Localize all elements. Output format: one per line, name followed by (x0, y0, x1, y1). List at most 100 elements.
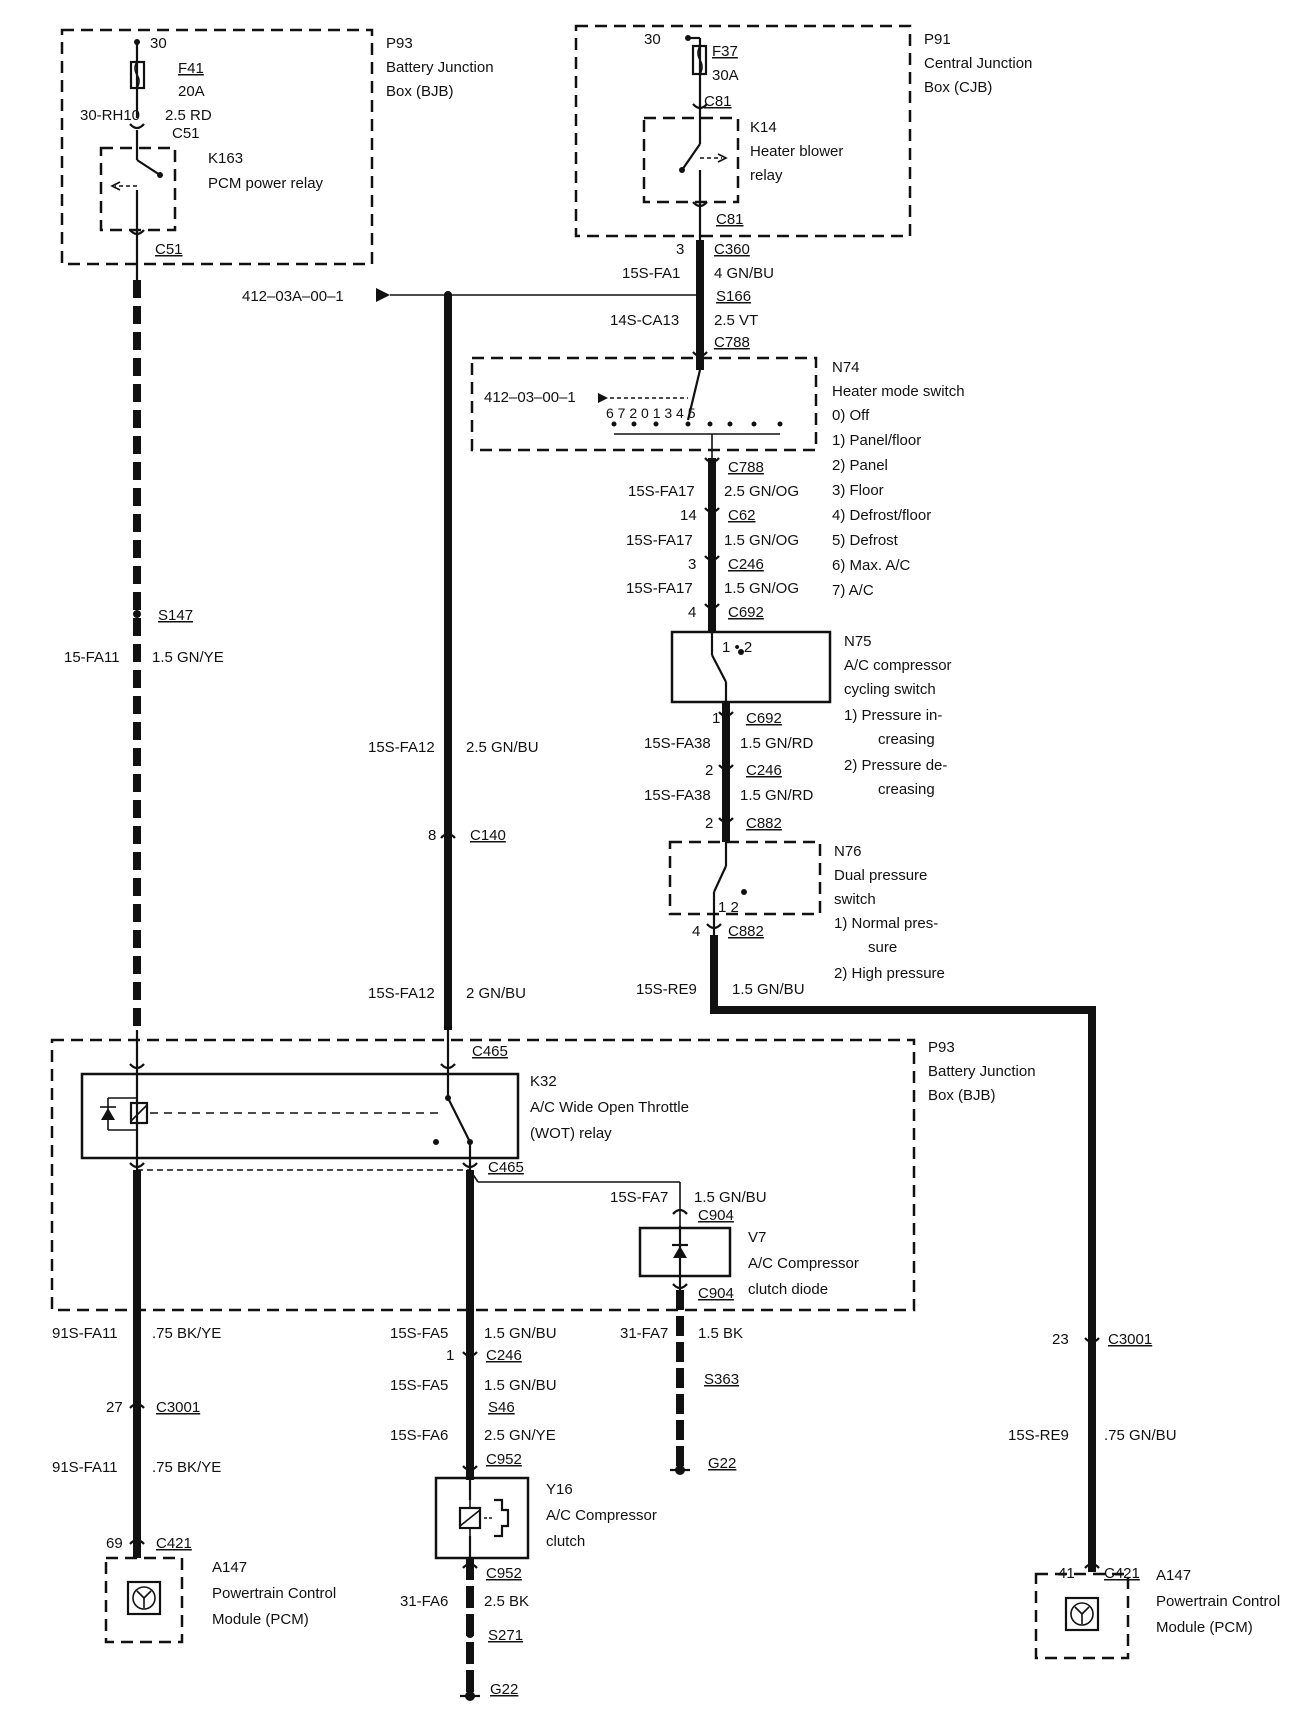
splice-s166-dot (696, 291, 704, 299)
pin-4-c882: 4 (692, 923, 700, 940)
wire-14s-ca13: 14S-CA13 (610, 312, 679, 329)
n75-legend-2b: creasing (878, 781, 935, 798)
wire-14s-ca13-size: 2.5 VT (714, 312, 758, 329)
n76-legend-1a: 1) Normal pres- (834, 915, 938, 932)
n75-id: N75 (844, 633, 872, 650)
p93-num-30: 30 (150, 35, 167, 52)
wire-15s-fa7: 15S-FA7 (610, 1189, 668, 1206)
pcm-left-id: A147 (212, 1559, 247, 1576)
wire-15s-fa17-c: 15S-FA17 (626, 580, 693, 597)
conn-c465-b: C465 (488, 1159, 524, 1176)
wire-15s-fa17-b-size: 1.5 GN/OG (724, 532, 799, 549)
wire-15s-fa12-b-size: 2 GN/BU (466, 985, 526, 1002)
p91-id: P91 (924, 31, 951, 48)
n75-line2: cycling switch (844, 681, 936, 698)
clutch-coil-icon (458, 1498, 510, 1538)
n74-contact-dots (611, 421, 783, 427)
conn-c246-b: C246 (746, 762, 782, 779)
pcm-left-box (104, 1556, 184, 1644)
wire-15s-fa5-a: 15S-FA5 (390, 1325, 448, 1342)
wire-31-fa7-size: 1.5 BK (698, 1325, 743, 1342)
conn-c788-top: C788 (714, 334, 750, 351)
pin-27-c3001: 27 (106, 1399, 123, 1416)
n76-line2: switch (834, 891, 876, 908)
pcm-right-box (1034, 1572, 1130, 1660)
p93-top-line1: Battery Junction (386, 59, 494, 76)
clutch-y16-line1: A/C Compressor (546, 1507, 657, 1524)
conn-c62: C62 (728, 507, 756, 524)
fuse-f41-label: F41 (178, 60, 204, 77)
n76-line1: Dual pressure (834, 867, 927, 884)
p91-box (574, 24, 912, 238)
wire-15s-fa38-b: 15S-FA38 (644, 787, 711, 804)
v7-diode-icon (673, 1246, 687, 1258)
wire-15s-fa1-size: 4 GN/BU (714, 265, 774, 282)
wire-15s-fa17-a: 15S-FA17 (628, 483, 695, 500)
relay-k32-id: K32 (530, 1073, 557, 1090)
n75-legend-1a: 1) Pressure in- (844, 707, 942, 724)
pin-23-c3001: 23 (1052, 1331, 1069, 1348)
p91-num-30: 30 (644, 31, 661, 48)
n76-switch-box (668, 840, 822, 916)
clutch-y16-id: Y16 (546, 1481, 573, 1498)
p91-line2: Box (CJB) (924, 79, 992, 96)
wire-15s-fa6: 15S-FA6 (390, 1427, 448, 1444)
pcm-right-id: A147 (1156, 1567, 1191, 1584)
fuse-f37-amp: 30A (712, 67, 739, 84)
pin-3-c246: 3 (688, 556, 696, 573)
pcm-right-line1: Powertrain Control (1156, 1593, 1280, 1610)
pcm-left-icon (126, 1580, 162, 1616)
n74-switch-box (470, 356, 818, 452)
relay-k163-desc: PCM power relay (208, 175, 324, 192)
n74-legend-2: 2) Panel (832, 457, 888, 474)
ground-g22-mid: G22 (708, 1455, 736, 1472)
p91-line1: Central Junction (924, 55, 1032, 72)
wire-31-fa6-size: 2.5 BK (484, 1593, 529, 1610)
splice-s166: S166 (716, 288, 751, 305)
splice-s271: S271 (488, 1627, 523, 1644)
p93-top-id: P93 (386, 35, 413, 52)
wire-re9-run (710, 935, 1096, 1572)
wire-15s-fa17-b: 15S-FA17 (626, 532, 693, 549)
n74-legend-5: 5) Defrost (832, 532, 899, 549)
wire-15s-re9-size: 1.5 GN/BU (732, 981, 805, 998)
n74-legend: 0) Off 1) Panel/floor 2) Panel 3) Floor … (832, 407, 931, 599)
n74-legend-6: 6) Max. A/C (832, 557, 911, 574)
wire-30-rh10: 30-RH10 (80, 107, 140, 124)
n74-name: Heater mode switch (832, 383, 965, 400)
conn-c246-a: C246 (728, 556, 764, 573)
y16-clutch-box (434, 1476, 530, 1560)
ref-arrow-icon (376, 288, 390, 302)
pin-1-c246: 1 (446, 1347, 454, 1364)
wire-15s-re9: 15S-RE9 (636, 981, 697, 998)
n74-legend-1: 1) Panel/floor (832, 432, 921, 449)
conn-c3001-right: C3001 (1108, 1331, 1152, 1348)
splice-s46: S46 (488, 1399, 515, 1416)
pin-3-c360: 3 (676, 241, 684, 258)
v7-diode-box (638, 1226, 732, 1278)
relay-k14-id: K14 (750, 119, 777, 136)
conn-c692-b: C692 (746, 710, 782, 727)
p93-top-box (60, 28, 374, 266)
wire-15s-fa12-a-size: 2.5 GN/BU (466, 739, 539, 756)
diode-v7-line1: A/C Compressor (748, 1255, 859, 1272)
pin-2-c246: 2 (705, 762, 713, 779)
n74-legend-3: 3) Floor (832, 482, 884, 499)
wire-15s-fa17-a-size: 2.5 GN/OG (724, 483, 799, 500)
conn-c788-bottom: C788 (728, 459, 764, 476)
k32-diode-icon (101, 1108, 115, 1120)
n75-positions: 1 • 2 (722, 639, 752, 656)
wire-15s-fa7-size: 1.5 GN/BU (694, 1189, 767, 1206)
fuse-f37-label: F37 (712, 43, 738, 60)
pin-4-c692: 4 (688, 604, 696, 621)
relay-k32-line2: (WOT) relay (530, 1125, 612, 1142)
ground-g22-bottom: G22 (490, 1681, 518, 1698)
wire-15-fa11-size: 1.5 GN/YE (152, 649, 224, 666)
n74-id: N74 (832, 359, 860, 376)
k14-relay-box (642, 116, 740, 204)
p93-bottom-line1: Battery Junction (928, 1063, 1036, 1080)
wire-91s-fa11-b-size: .75 BK/YE (152, 1459, 221, 1476)
n75-legend-2a: 2) Pressure de- (844, 757, 947, 774)
clutch-y16-line2: clutch (546, 1533, 585, 1550)
